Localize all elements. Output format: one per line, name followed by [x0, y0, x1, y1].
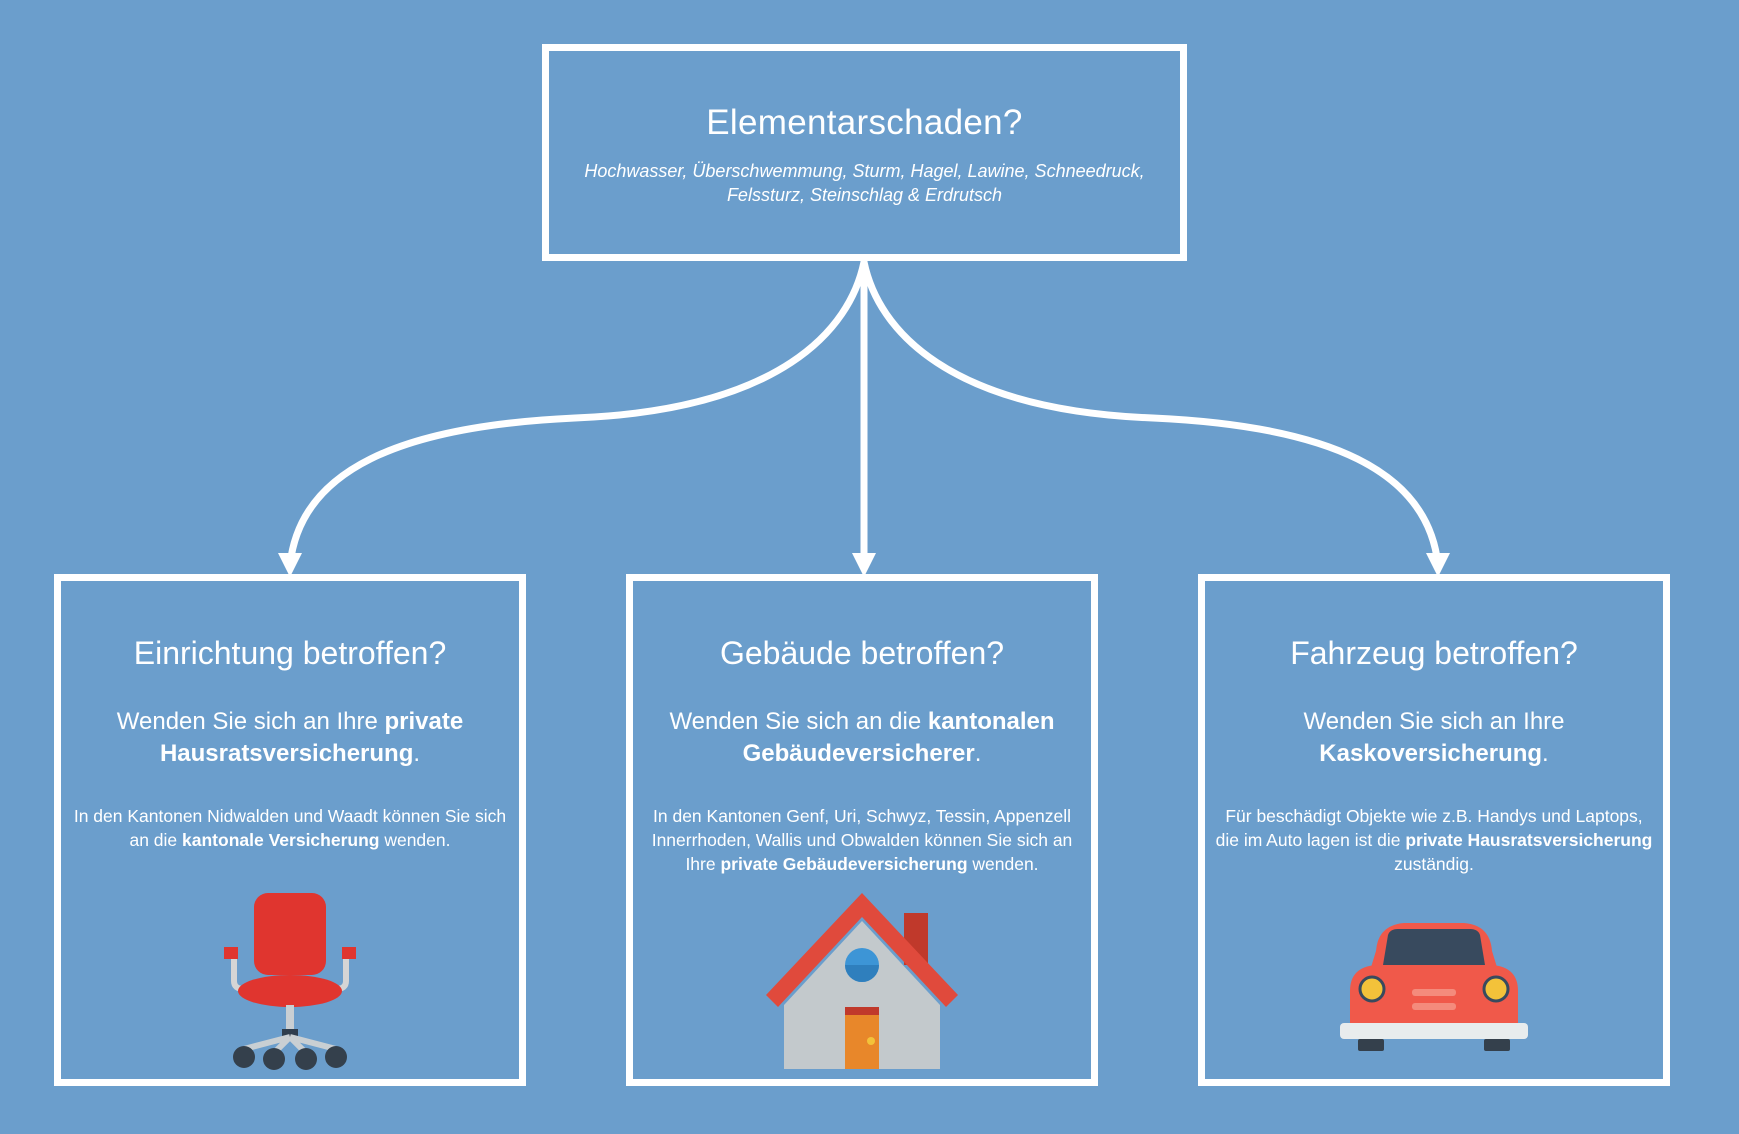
house-icon: [766, 893, 958, 1069]
question-box: Elementarschaden? Hochwasser, Überschwem…: [542, 44, 1187, 261]
card-title: Einrichtung betroffen?: [133, 635, 447, 671]
card-lead: Wenden Sie sich an Ihre private Hausrats…: [116, 708, 464, 767]
card-note: In den Kantonen Genf, Uri, Schwyz, Tessi…: [651, 806, 1073, 874]
arrowhead-right: [1426, 553, 1450, 577]
card-note: Für beschädigt Objekte wie z.B. Handys u…: [1215, 806, 1653, 874]
card-title: Fahrzeug betroffen?: [1290, 635, 1578, 671]
arrow-to-right-card: [860, 258, 1442, 569]
hazard-list: Hochwasser, Überschwemmung, Sturm, Hagel…: [570, 159, 1160, 207]
card-note: In den Kantonen Nidwalden und Waadt könn…: [73, 806, 507, 850]
card-building: Gebäude betroffen? Wenden Sie sich an di…: [626, 574, 1098, 1086]
card-lead: Wenden Sie sich an die kantonalen Gebäud…: [669, 708, 1055, 767]
card-vehicle: Fahrzeug betroffen? Wenden Sie sich an I…: [1198, 574, 1670, 1086]
arrow-to-left-card: [286, 258, 868, 569]
arrowhead-middle: [852, 553, 876, 577]
office-chair-icon: [224, 893, 356, 1070]
hazard-list-line-2: Felssturz, Steinschlag & Erdrutsch: [726, 185, 1003, 205]
card-furniture: Einrichtung betroffen? Wenden Sie sich a…: [54, 574, 526, 1086]
car-icon: [1340, 923, 1528, 1051]
card-title: Gebäude betroffen?: [719, 635, 1005, 671]
hazard-list-line-1: Hochwasser, Überschwemmung, Sturm, Hagel…: [584, 161, 1145, 181]
arrowhead-left: [278, 553, 302, 577]
card-lead: Wenden Sie sich an Ihre Kaskoversicherun…: [1303, 708, 1565, 767]
question-title: Elementarschaden?: [706, 103, 1023, 142]
